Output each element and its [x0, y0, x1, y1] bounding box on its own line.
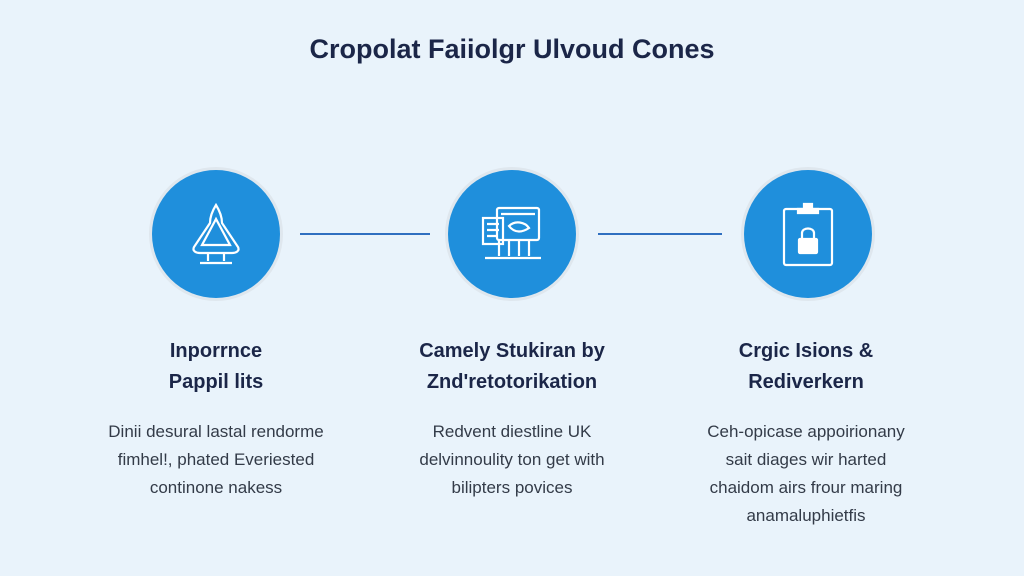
- step-heading: Camely Stukiran by Znd'retotorikation: [362, 336, 662, 398]
- body-line: continone nakess: [149, 478, 283, 497]
- heading-line: Inporrnce: [169, 340, 263, 362]
- body-line: chaidom airs frour maring: [709, 478, 903, 497]
- monitor-document-icon: [481, 206, 541, 260]
- clipboard-lock-icon: [782, 202, 834, 267]
- step-description: Redvent diestline UK delvinnoulity ton g…: [362, 418, 662, 502]
- step-2-icon-circle: [448, 170, 576, 298]
- heading-line: Rediverkern: [748, 371, 864, 393]
- heading-line: Camely Stukiran by: [419, 340, 605, 362]
- body-line: anamaluphietfis: [746, 506, 866, 525]
- connector-line: [300, 233, 430, 235]
- connector-line: [598, 233, 722, 235]
- rocket-icon: [192, 202, 240, 265]
- body-line: delvinnoulity ton get with: [419, 450, 605, 469]
- body-line: Redvent diestline UK: [432, 422, 592, 441]
- heading-line: Crgic Isions &: [738, 340, 874, 362]
- body-line: Dinii desural lastal rendorme: [108, 422, 324, 441]
- body-line: bilipters povices: [451, 478, 573, 497]
- step-1-icon-circle: [152, 170, 280, 298]
- body-line: sait diages wir harted: [725, 450, 887, 469]
- body-line: Ceh-opicase appoirionany: [707, 422, 905, 441]
- page-title: Cropolat Faiiolgr Ulvoud Cones: [309, 34, 715, 64]
- step-description: Ceh-opicase appoirionany sait diages wir…: [656, 418, 956, 530]
- step-3-icon-circle: [744, 170, 872, 298]
- step-description: Dinii desural lastal rendorme fimhel!, p…: [66, 418, 366, 502]
- step-heading: Inporrnce Pappil lits: [66, 336, 366, 398]
- step-heading: Crgic Isions & Rediverkern: [656, 336, 956, 398]
- step-1: Inporrnce Pappil lits Dinii desural last…: [66, 336, 366, 502]
- heading-line: Znd'retotorikation: [426, 371, 598, 393]
- step-3: Crgic Isions & Rediverkern Ceh-opicase a…: [656, 336, 956, 530]
- step-2: Camely Stukiran by Znd'retotorikation Re…: [362, 336, 662, 502]
- body-line: fimhel!, phated Everiested: [117, 450, 315, 469]
- heading-line: Pappil lits: [168, 371, 264, 393]
